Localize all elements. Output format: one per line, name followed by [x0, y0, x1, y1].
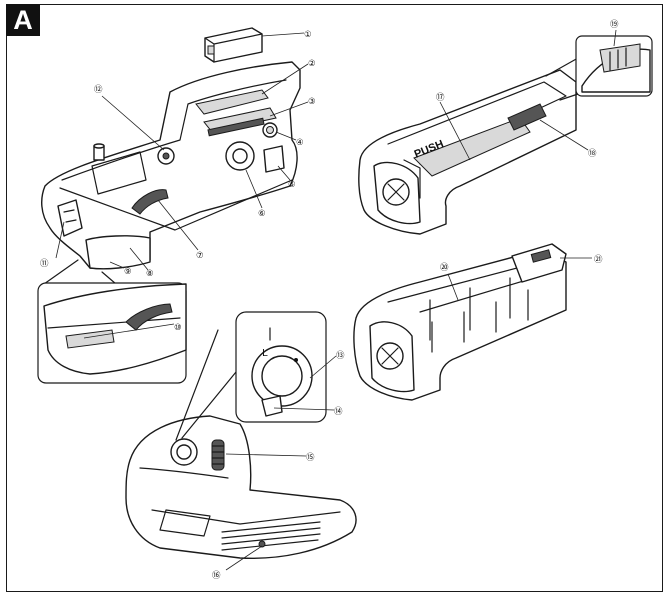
aa-battery-holder: [353, 243, 567, 401]
callout-10: ⑩: [174, 323, 182, 333]
callout-4: ④: [296, 138, 304, 148]
callout-11: ⑪: [40, 259, 49, 269]
callout-17: ⑰: [436, 93, 445, 103]
vent-grid: [221, 521, 321, 551]
grip-body-top-view: [41, 61, 301, 270]
callout-9: ⑨: [124, 267, 132, 277]
grip-rear-bottom-view: [125, 415, 357, 559]
callout-5: ⑤: [288, 180, 296, 190]
callout-18: ⑱: [588, 149, 597, 159]
callout-13: ⑬: [336, 351, 345, 361]
callout-7: ⑦: [196, 251, 204, 261]
callout-1: ①: [304, 30, 312, 40]
callout-15: ⑮: [306, 453, 315, 463]
callout-14: ⑭: [334, 407, 343, 417]
callout-20: ⑳: [440, 263, 449, 273]
callout-21: ㉑: [594, 255, 603, 265]
mode-dial-mark-l: L: [262, 348, 268, 359]
callout-16: ⑯: [212, 571, 221, 581]
figure-label: A: [6, 4, 40, 36]
figure-frame: [6, 4, 663, 592]
leader-lines: [55, 29, 617, 571]
callout-labels: ① ② ③ ④ ⑤ ⑥ ⑦ ⑧ ⑨ ⑩ ⑪ ⑫ ⑬ ⑭ ⑮ ⑯ ⑰ ⑱ ⑲ ⑳ …: [40, 20, 619, 581]
callout-12: ⑫: [94, 85, 103, 95]
callout-6: ⑥: [258, 209, 266, 219]
callout-19: ⑲: [610, 20, 619, 30]
battery-tray: PUSH: [358, 35, 653, 235]
callout-2: ②: [308, 59, 316, 69]
callout-8: ⑧: [146, 269, 154, 279]
contact-cover: [204, 27, 263, 63]
callout-3: ③: [308, 97, 316, 107]
inset-mode-dial: L: [175, 311, 327, 441]
inset-grip-detail: [37, 259, 187, 384]
